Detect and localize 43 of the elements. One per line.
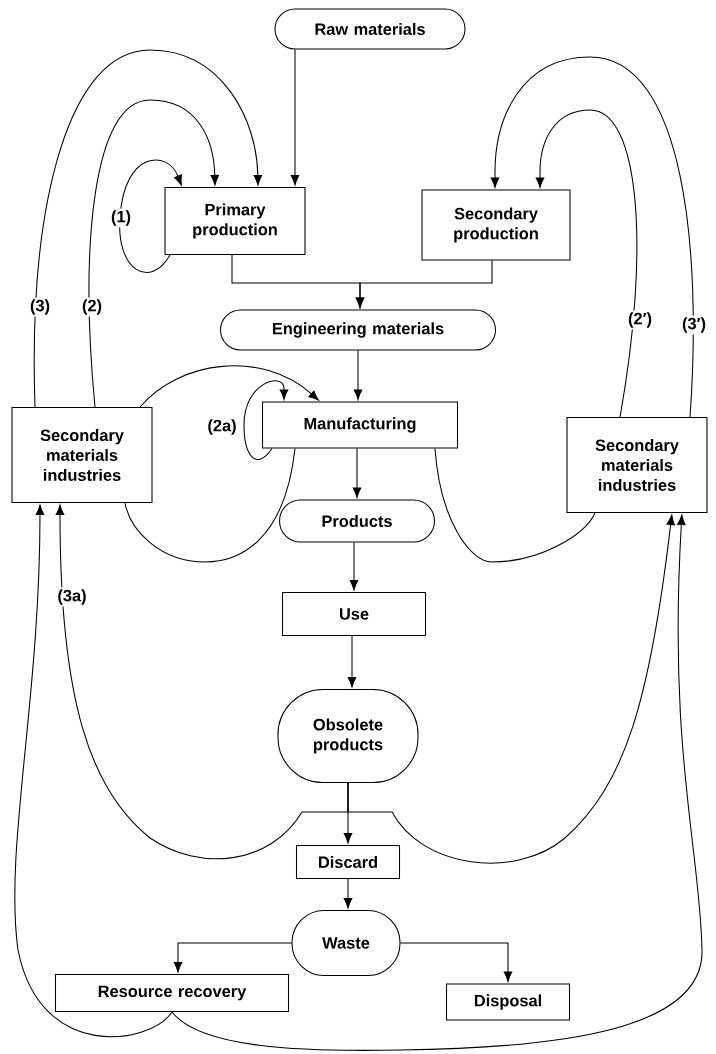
arrow <box>490 56 694 418</box>
arrow <box>88 99 219 408</box>
arrow <box>400 942 513 982</box>
arrow <box>243 380 289 461</box>
arrow <box>349 542 359 591</box>
arrow <box>33 49 263 408</box>
process-box: Secondary materials industries <box>11 406 153 504</box>
connector-line <box>124 448 296 563</box>
rounded-box: Obsolete products <box>277 689 419 784</box>
process-box: Disposal <box>446 983 571 1021</box>
arrow <box>353 350 363 400</box>
edge-label: (2′) <box>626 310 654 330</box>
arrow <box>171 514 703 1051</box>
process-box: Secondary production <box>421 189 571 261</box>
arrow <box>290 49 300 186</box>
rounded-box: Waste <box>291 910 401 977</box>
edge-label: (1) <box>109 208 133 228</box>
edge-label: (3) <box>28 297 52 317</box>
edge-label: (2a) <box>205 417 239 437</box>
edge-label: (3a) <box>55 587 89 607</box>
process-box: Primary production <box>164 186 306 256</box>
process-box: Resource recovery <box>54 974 290 1013</box>
arrow <box>139 365 319 408</box>
process-box: Secondary materials industries <box>566 416 708 514</box>
connector-line <box>434 448 596 563</box>
edge-label: (3′) <box>680 315 708 335</box>
arrow <box>55 504 349 860</box>
arrow <box>173 942 292 973</box>
arrow <box>14 504 173 1038</box>
rounded-box: Engineering materials <box>220 309 497 351</box>
arrow <box>343 878 353 909</box>
arrow <box>347 635 357 688</box>
process-box: Discard <box>295 845 401 880</box>
rounded-box: Products <box>278 499 436 543</box>
process-box: Use <box>281 591 427 637</box>
arrow <box>352 448 362 498</box>
arrow <box>347 514 675 864</box>
arrow <box>535 109 638 418</box>
arrow <box>119 159 182 274</box>
rounded-box: Raw materials <box>274 8 466 50</box>
edge-label: (2) <box>80 297 104 317</box>
process-box: Manufacturing <box>261 401 459 449</box>
arrow <box>355 260 493 308</box>
